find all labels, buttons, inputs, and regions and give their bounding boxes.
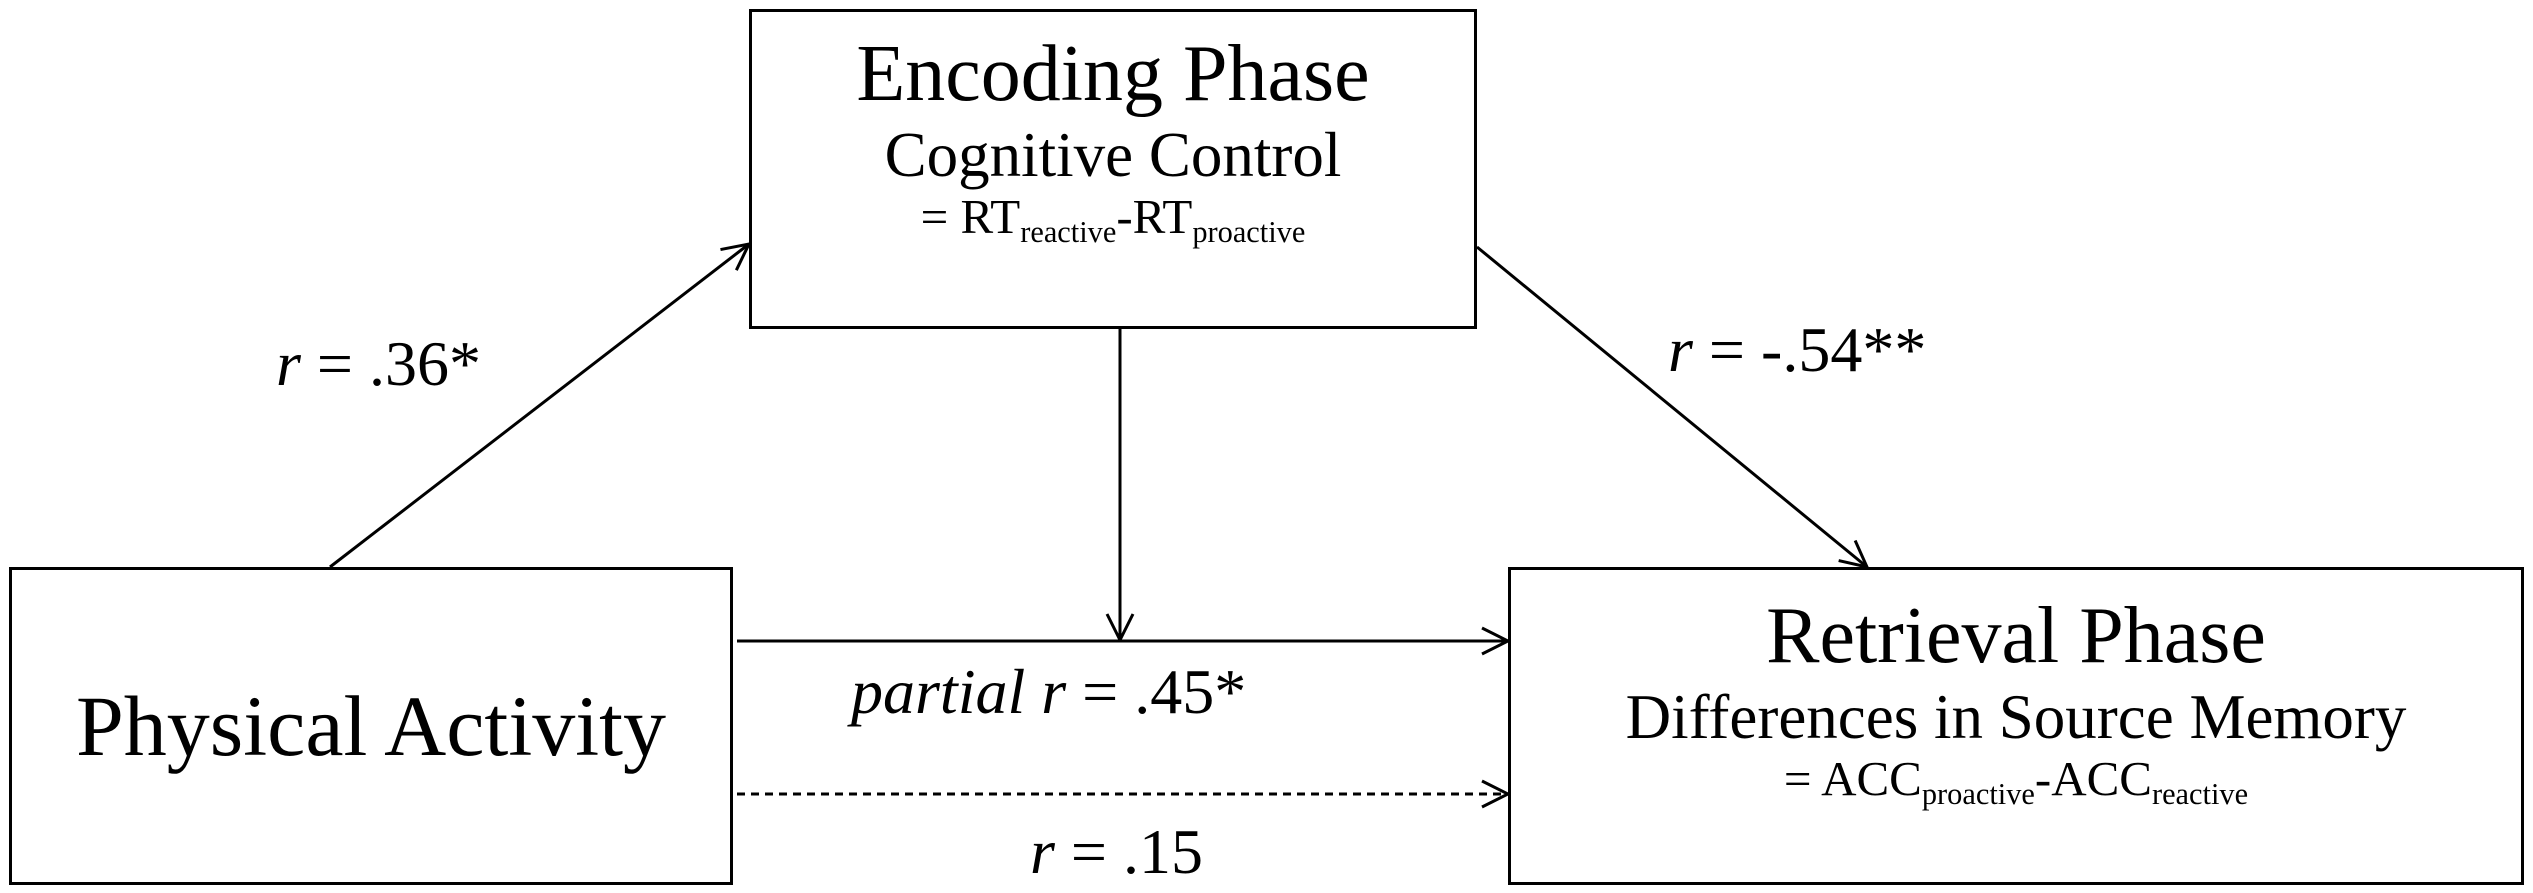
- edge-label-pa-to-retrieval: r = .15: [1030, 816, 1203, 887]
- arrow-pa-to-encoding: [329, 244, 749, 569]
- edge-label-encoding-to-retrieval: r = -.54**: [1668, 314, 1927, 385]
- physical-activity-title: Physical Activity: [75, 677, 667, 774]
- encoding-title: Encoding Phase: [856, 30, 1370, 118]
- arrow-encoding-to-retrieval: [1476, 245, 1867, 567]
- retrieval-formula: = ACCproactive-ACCreactive: [1783, 751, 2249, 811]
- physical-activity-box: Physical Activity: [9, 567, 733, 885]
- retrieval-title: Retrieval Phase: [1766, 592, 2266, 680]
- encoding-phase-box: Encoding Phase Cognitive Control = RTrea…: [749, 9, 1477, 329]
- retrieval-phase-box: Retrieval Phase Differences in Source Me…: [1508, 567, 2524, 885]
- edge-label-pa-to-encoding: r = .36*: [276, 328, 481, 399]
- retrieval-subtitle: Differences in Source Memory: [1625, 681, 2407, 752]
- edge-label-mediation: partial r = .45*: [851, 656, 1247, 727]
- encoding-subtitle: Cognitive Control: [884, 119, 1342, 190]
- encoding-formula: = RTreactive-RTproactive: [920, 189, 1306, 249]
